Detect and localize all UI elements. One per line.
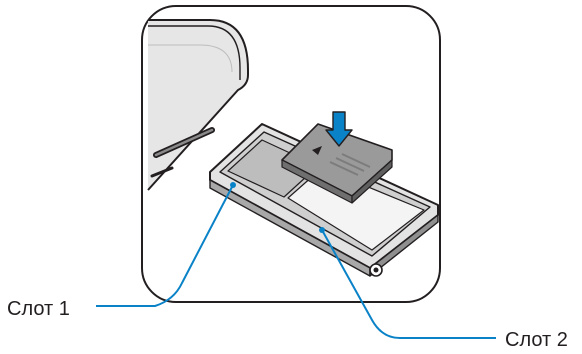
slot-2-label: Слот 2 [505,329,568,351]
push-down-arrow-icon [325,111,353,147]
memory-card [281,123,393,204]
sim-tray [209,123,439,277]
slot-1-label: Слот 1 [7,298,70,320]
phone-corner [147,19,249,191]
slot-2-callout-line [321,229,496,339]
slot-1-callout-line [96,184,234,307]
